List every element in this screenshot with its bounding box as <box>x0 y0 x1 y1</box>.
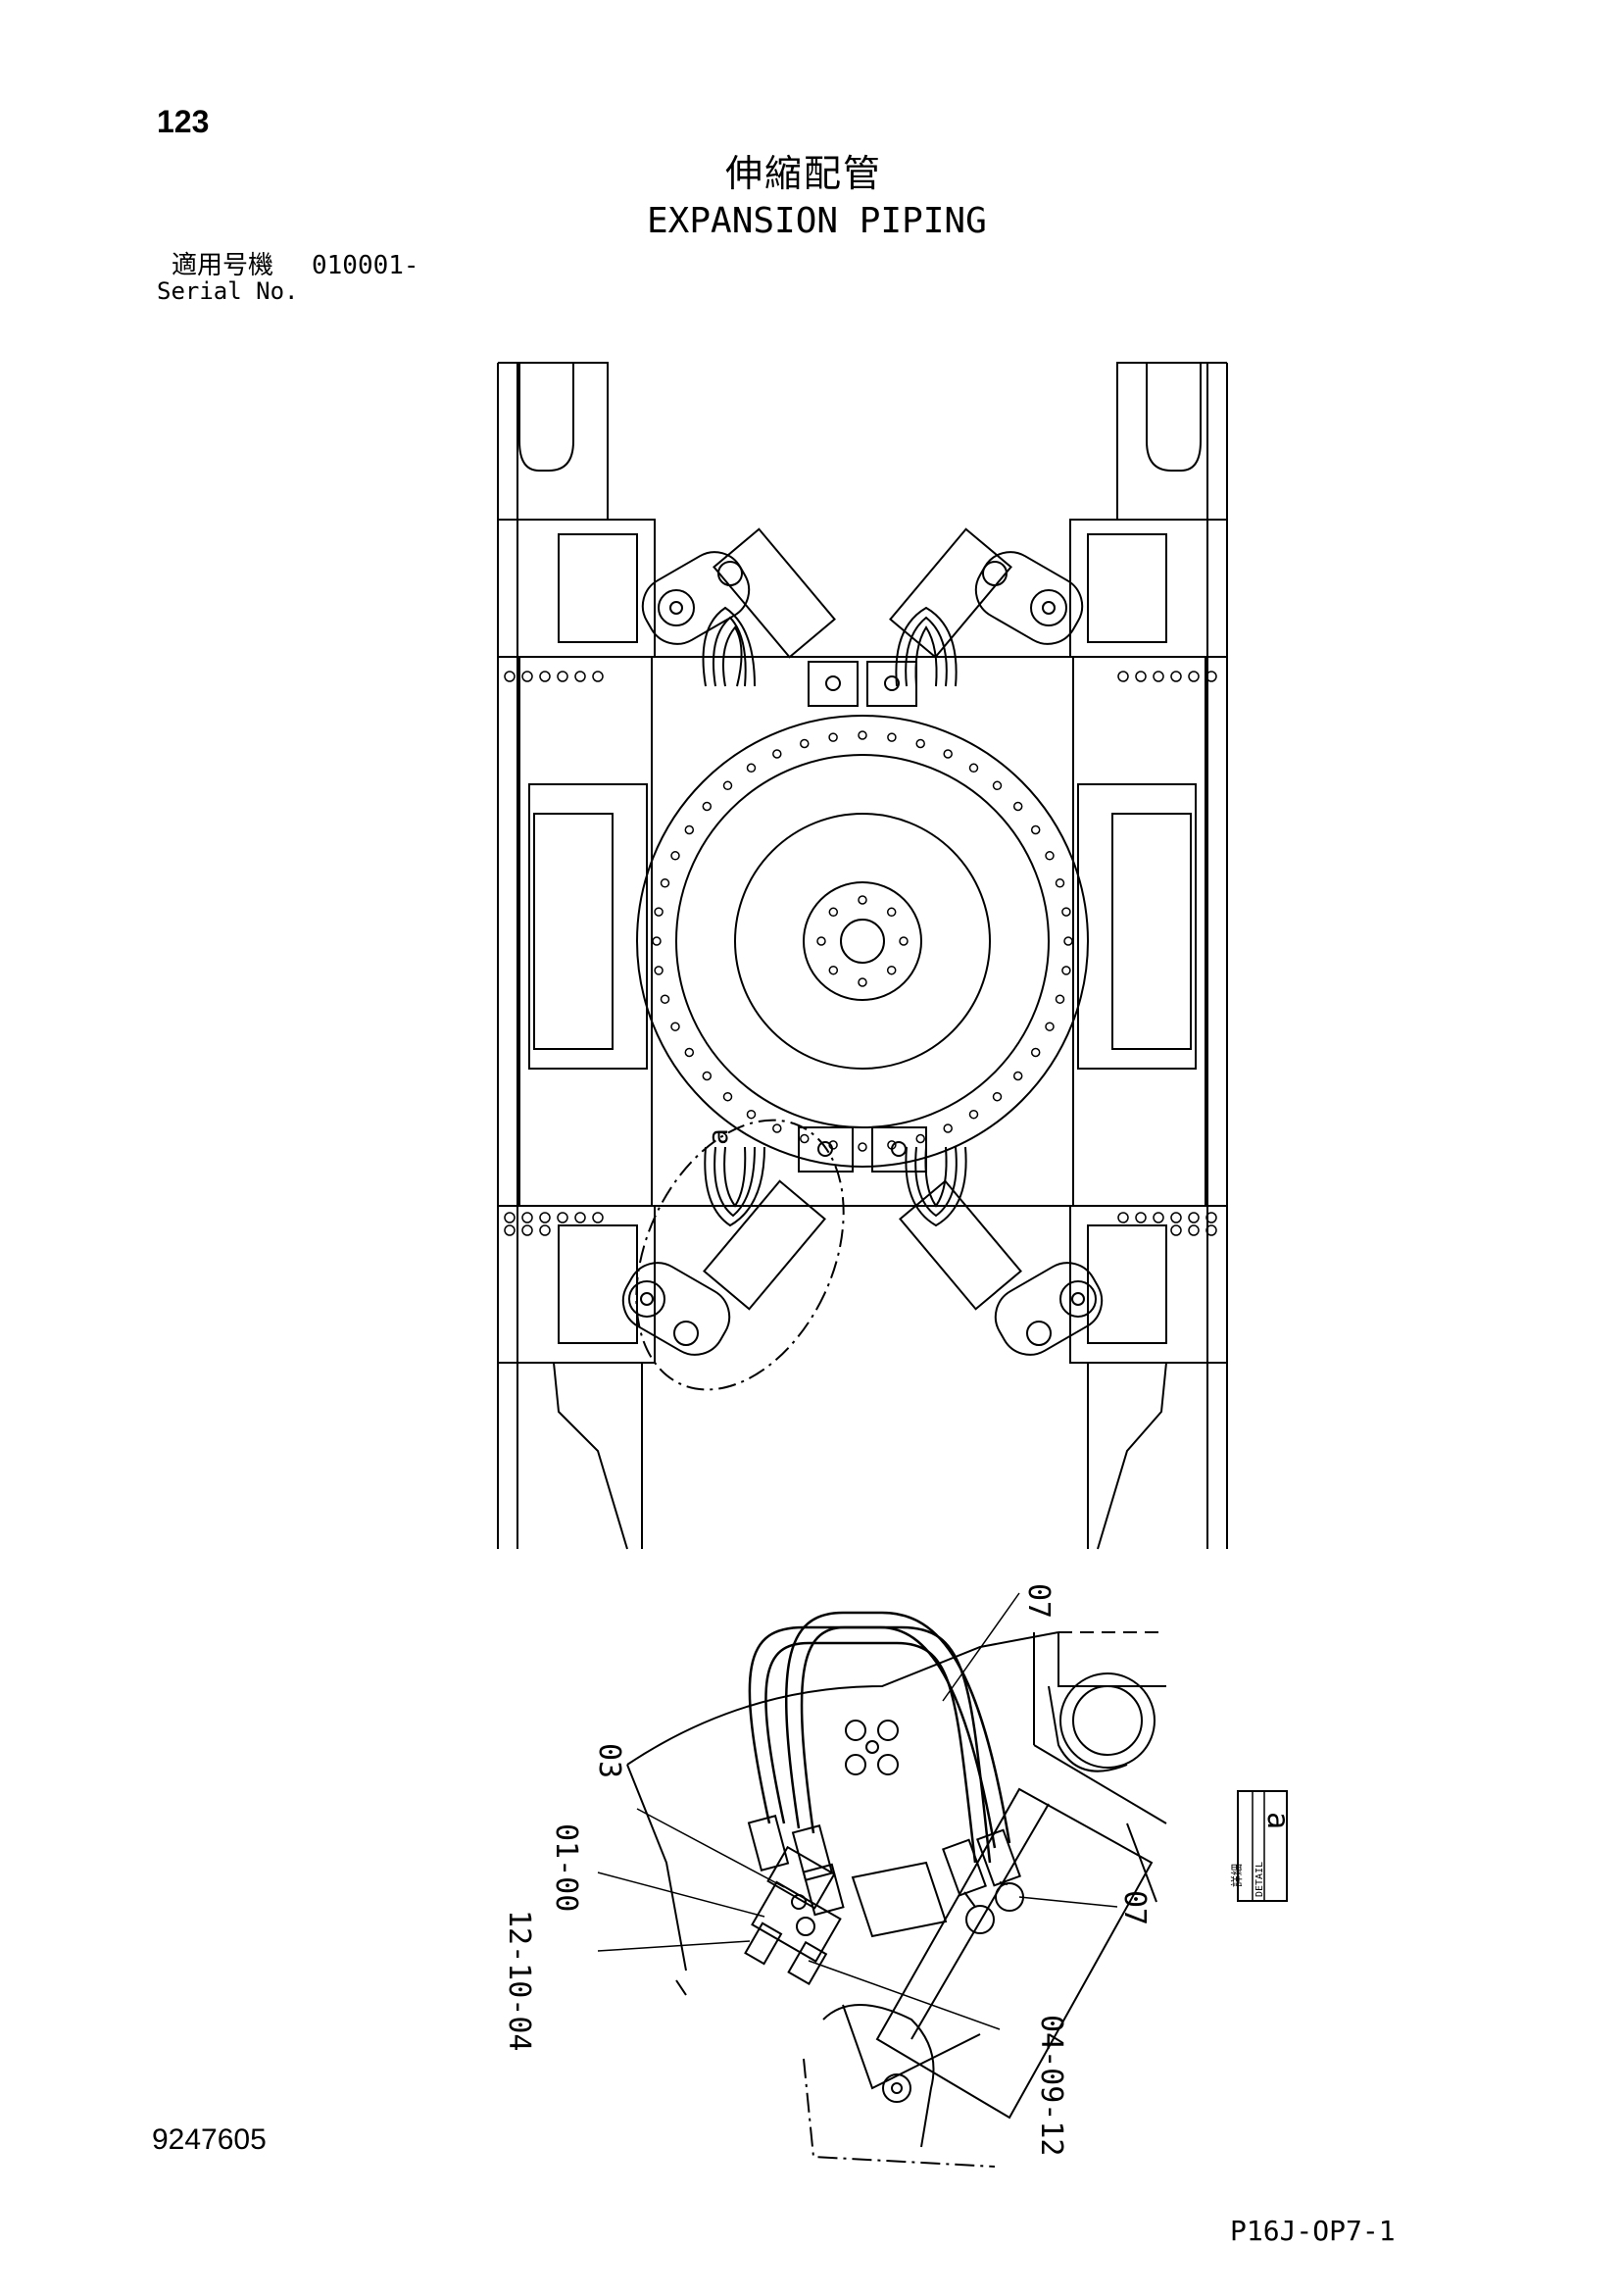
lower-left-linkage <box>621 1126 854 1356</box>
detail-box-en-label: DETAIL <box>1254 1862 1265 1897</box>
bolt-hole <box>670 1022 680 1031</box>
bolt-hole <box>702 801 713 812</box>
bolt-hole <box>654 907 664 917</box>
bolt-hole <box>746 763 757 774</box>
bolt-hole <box>943 749 953 759</box>
bolt-hole <box>1055 878 1065 888</box>
bolt-hole <box>886 965 897 975</box>
bolt-hole <box>1061 907 1071 917</box>
bolt-hole <box>1055 994 1065 1004</box>
bolt-hole <box>915 738 925 749</box>
detail-label-box: 詳細 DETAIL a <box>1229 1790 1295 1902</box>
frame-outline <box>497 362 1228 1550</box>
bolt-hole <box>1030 1047 1041 1058</box>
bolt-hole <box>746 1109 757 1120</box>
callout-03: 03 <box>592 1743 626 1778</box>
document-number: 9247605 <box>152 2123 267 2156</box>
hose-bundle <box>748 1611 1011 1864</box>
bolt-hole <box>800 738 810 749</box>
bolt-hole <box>722 1091 733 1102</box>
page-number: 123 <box>157 104 210 139</box>
bolt-hole <box>1061 966 1071 975</box>
callout-04-09-12: 04-09-12 <box>1034 2015 1068 2157</box>
bolt-hole <box>670 851 680 861</box>
serial-label-english: Serial No. <box>157 277 299 305</box>
upper-right-linkage <box>866 527 1084 707</box>
hole-pattern <box>845 1720 899 1775</box>
bolt-hole <box>772 1123 782 1133</box>
bolt-hole <box>722 780 733 791</box>
detail-box-jp-label: 詳細 <box>1229 1864 1244 1887</box>
left-fittings <box>744 1815 845 1985</box>
bolt-hole <box>858 977 867 987</box>
title-japanese: 伸縮配管 <box>725 152 883 195</box>
upper-left-linkage <box>641 527 859 707</box>
bolt-hole <box>652 936 662 946</box>
serial-label-japanese: 適用号機 <box>172 251 274 280</box>
bolt-hole <box>1030 824 1041 835</box>
callout-07-right: 07 <box>1117 1890 1152 1925</box>
bolt-hole <box>887 732 897 742</box>
page-code: P16J-OP7-1 <box>1230 2215 1396 2247</box>
lower-right-linkage <box>871 1126 1104 1356</box>
callout-12-10-04: 12-10-04 <box>502 1910 536 2052</box>
detail-a-marker: a <box>702 1128 734 1145</box>
bolt-hole <box>816 936 826 946</box>
bolt-hole <box>828 1140 838 1150</box>
bolt-hole <box>772 749 782 759</box>
bolt-hole <box>654 966 664 975</box>
leader-lines <box>597 1592 1118 2030</box>
bolt-hole <box>800 1133 810 1144</box>
bolt-hole <box>684 824 695 835</box>
bolt-hole <box>858 730 867 740</box>
bolt-hole <box>943 1123 953 1133</box>
bolt-hole <box>660 994 670 1004</box>
serial-value: 010001- <box>312 251 419 280</box>
bolt-hole <box>660 878 670 888</box>
detail-box-marker: a <box>1260 1812 1295 1829</box>
bolt-hole <box>992 1091 1003 1102</box>
callout-07-top: 07 <box>1021 1583 1056 1619</box>
main-assembly-view: a <box>497 362 1228 1550</box>
bolt-hole <box>858 895 867 905</box>
bolt-hole <box>968 763 979 774</box>
bolt-hole <box>1045 851 1055 861</box>
bolt-hole <box>1063 936 1073 946</box>
bolt-hole <box>899 936 909 946</box>
bolt-hole <box>1012 801 1023 812</box>
bolt-hole <box>968 1109 979 1120</box>
bolt-hole <box>1012 1071 1023 1081</box>
bolt-hole <box>858 1142 867 1152</box>
bolt-hole <box>828 965 839 975</box>
bolt-hole <box>702 1071 713 1081</box>
bolt-hole <box>684 1047 695 1058</box>
detail-view-a: 07 03 01-00 12-10-04 07 04-09-12 詳細 DETA… <box>502 1583 1295 2168</box>
swing-bearing <box>636 715 1089 1168</box>
bolt-hole <box>1045 1022 1055 1031</box>
bolt-hole <box>886 907 897 918</box>
callout-01-00: 01-00 <box>549 1823 583 1912</box>
bolt-hole <box>828 907 839 918</box>
title-english: EXPANSION PIPING <box>647 201 987 241</box>
bolt-hole <box>992 780 1003 791</box>
bolt-hole <box>828 732 838 742</box>
bolt-hole <box>915 1133 925 1144</box>
detail-a-callout-ellipse <box>635 1119 845 1391</box>
